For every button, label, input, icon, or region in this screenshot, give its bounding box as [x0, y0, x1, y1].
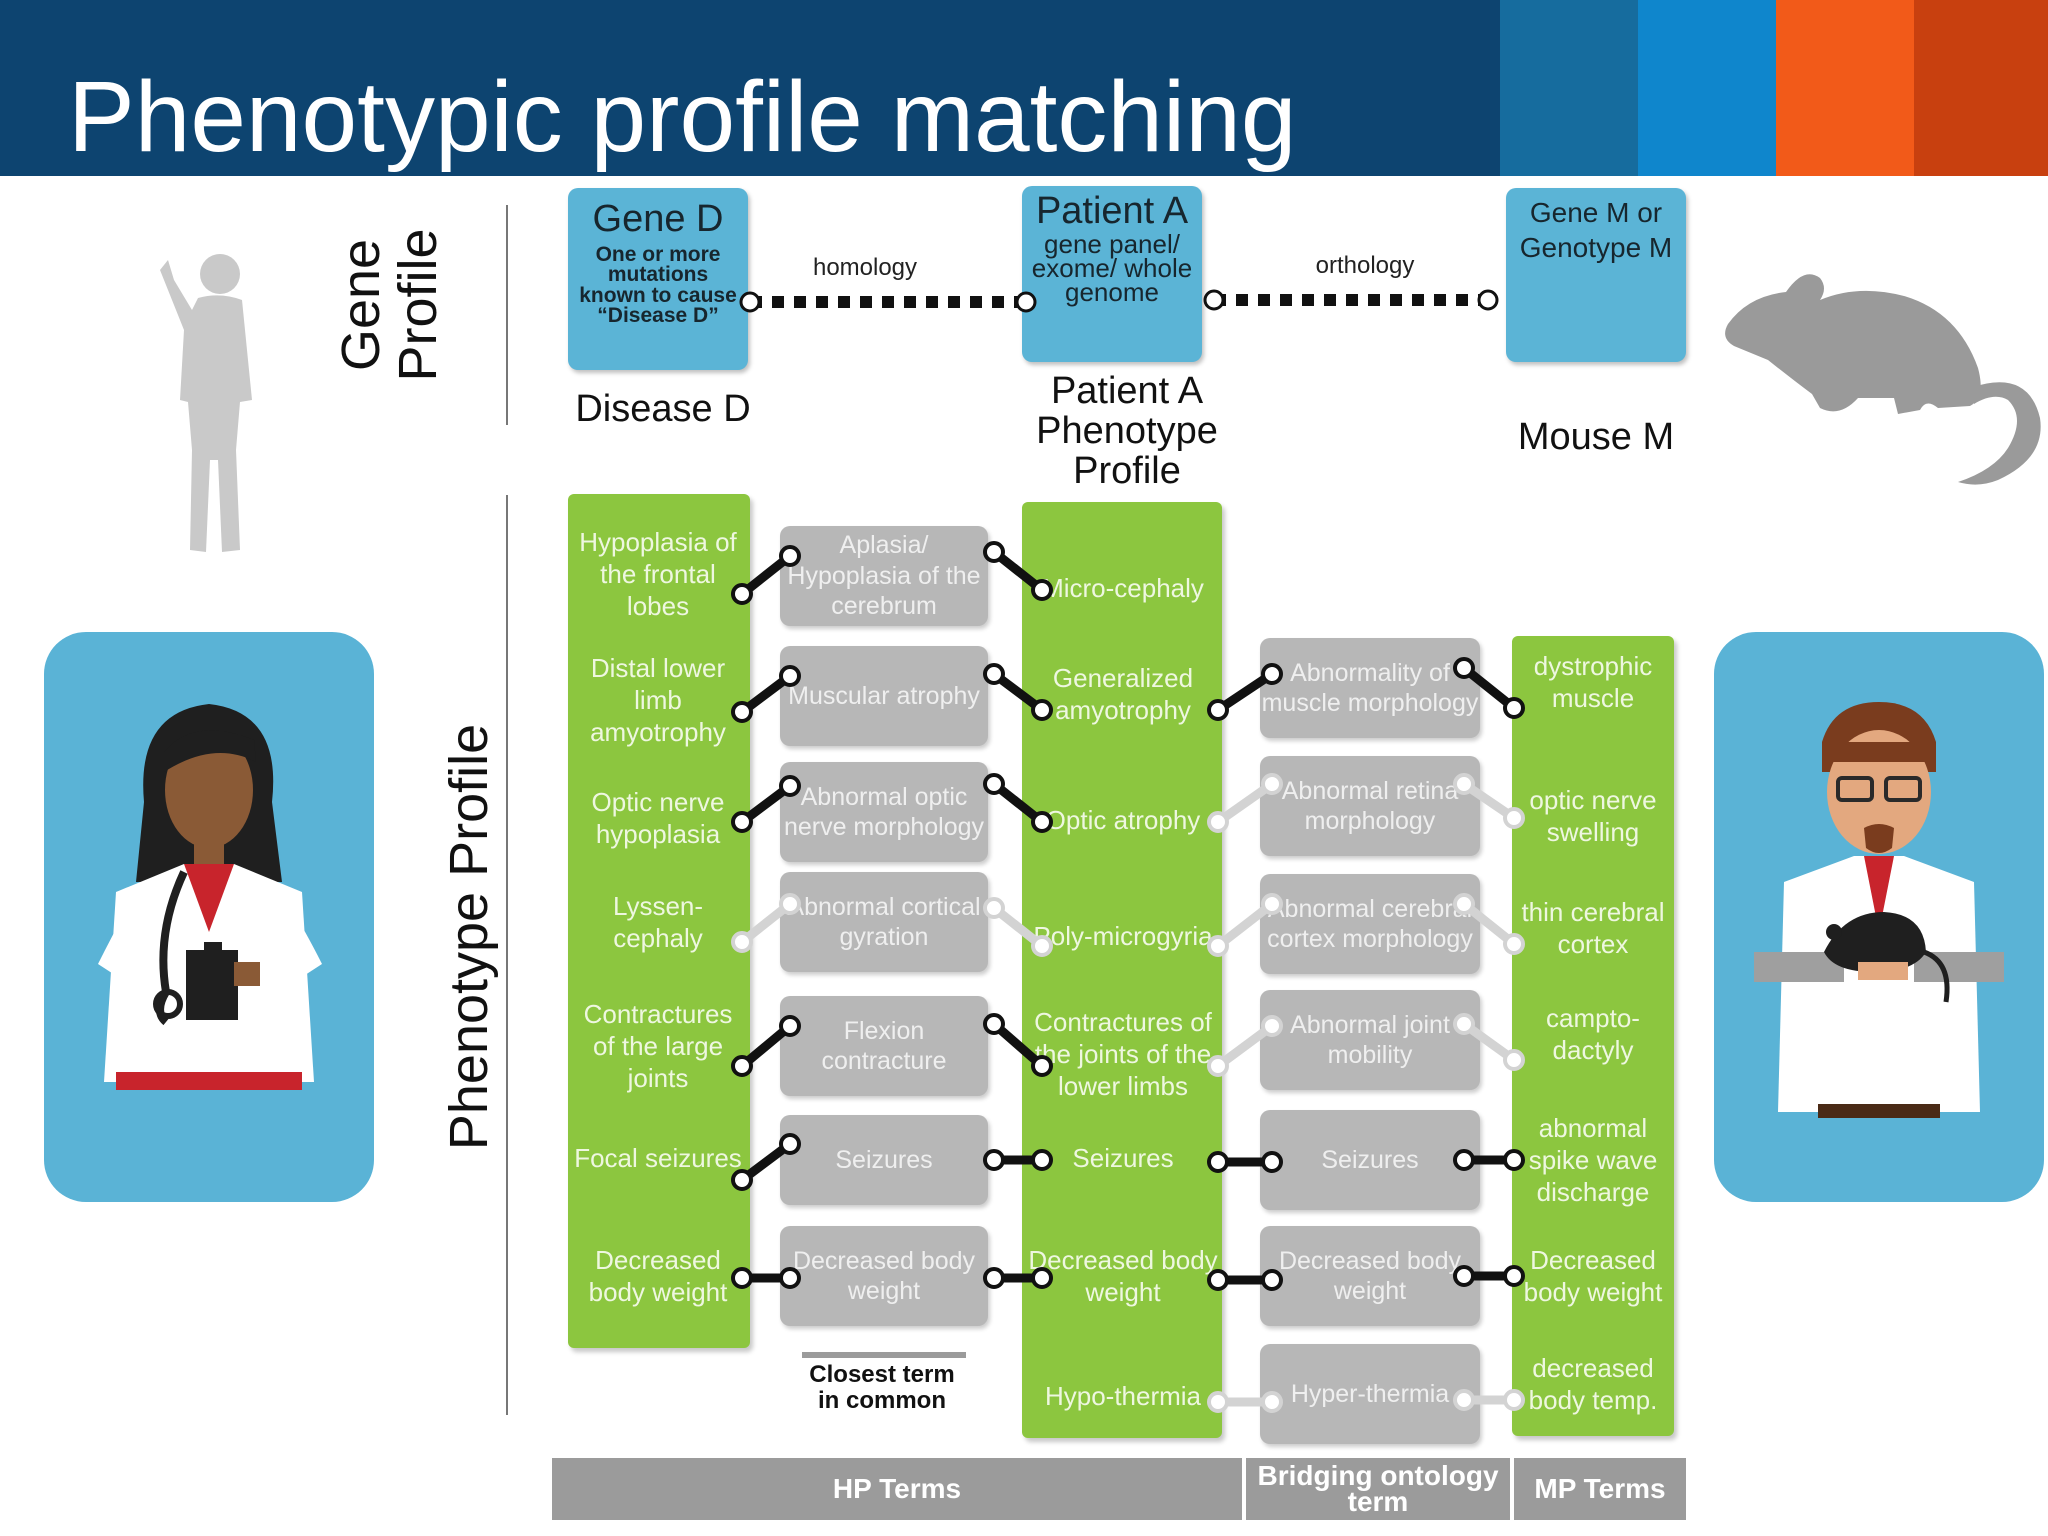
gene-d-text: One or more mutations known to cause “Di… — [579, 243, 737, 328]
disease-term: Decreased body weight — [588, 1244, 728, 1307]
gene-profile-divider — [506, 205, 508, 425]
hp-terms-bar: HP Terms — [552, 1458, 1242, 1520]
gene-d-box: Gene D One or more mutations known to ca… — [568, 188, 748, 370]
disease-terms-column — [568, 494, 750, 1348]
patient-term: Seizures — [1072, 1142, 1174, 1173]
patient-term: Hypo-thermia — [1044, 1380, 1202, 1411]
header-stripe-1 — [1500, 0, 1638, 176]
closest-term-underline — [802, 1352, 966, 1358]
mp-term: thin cerebral cortex — [1521, 896, 1665, 959]
mp-term: campto-dactyly — [1546, 1002, 1640, 1065]
patient-a-box: Patient A gene panel/ exome/ whole genom… — [1022, 186, 1202, 362]
header-stripe-4 — [1914, 0, 2048, 176]
patient-terms-column — [1022, 502, 1222, 1438]
closest-term: Flexion contracture — [780, 996, 988, 1096]
disease-term: Optic nerve hypoplasia — [591, 786, 725, 849]
bridge-term: Abnormal joint mobility — [1260, 990, 1480, 1090]
patient-term: Decreased body weight — [1028, 1244, 1218, 1307]
patient-term: Micro-cephaly — [1042, 572, 1204, 603]
bridging-ontology-bar: Bridging ontology term — [1246, 1458, 1510, 1520]
orthology-label: orthology — [1315, 252, 1415, 279]
gene-m-text: Gene M or Genotype M — [1519, 197, 1673, 263]
mp-terms-column — [1512, 636, 1674, 1436]
closest-term: Abnormal cortical gyration — [780, 872, 988, 972]
male-scientist-icon — [1714, 632, 2044, 1202]
mp-term: optic nerve swelling — [1529, 784, 1657, 847]
mp-terms-bar: MP Terms — [1514, 1458, 1686, 1520]
mouse-silhouette-icon — [1725, 274, 2041, 485]
bridge-term: Abnormality of muscle morphology — [1260, 638, 1480, 738]
patient-term: Optic atrophy — [1045, 804, 1201, 835]
mouse-m-label: Mouse M — [1517, 416, 1675, 458]
mp-term: Decreased body weight — [1523, 1244, 1663, 1307]
gene-profile-label: Gene Profile — [331, 228, 448, 382]
disease-term: Focal seizures — [574, 1142, 742, 1173]
closest-term: Seizures — [780, 1115, 988, 1205]
patient-term: Contractures of the joints of the lower … — [1034, 1006, 1212, 1102]
closest-term: Muscular atrophy — [780, 646, 988, 746]
disease-term: Lyssen-cephaly — [612, 890, 704, 953]
mp-term: abnormal spike wave discharge — [1528, 1112, 1658, 1208]
slide-title: Phenotypic profile matching — [68, 61, 1297, 173]
patient-a-title: Patient A — [1035, 190, 1189, 232]
disease-term: Contractures of the large joints — [583, 998, 733, 1094]
disease-term: Hypoplasia of the frontal lobes — [579, 526, 737, 622]
patient-term: Generalized amyotrophy — [1052, 662, 1194, 725]
bridge-term: Abnormal cerebral cortex morphology — [1260, 874, 1480, 974]
closest-term: Decreased body weight — [780, 1226, 988, 1326]
bridge-term: Seizures — [1260, 1110, 1480, 1210]
homology-connector — [739, 291, 1037, 313]
orthology-connector — [1203, 289, 1499, 311]
bridge-term: Hyper-thermia — [1260, 1344, 1480, 1444]
disease-d-label: Disease D — [575, 388, 751, 430]
female-doctor-icon — [44, 632, 374, 1202]
phenotype-profile-label: Phenotype Profile — [439, 723, 499, 1151]
header-bar — [0, 0, 2048, 176]
phenotype-profile-divider — [506, 495, 508, 1415]
patient-a-profile-label: Patient A Phenotype Profile — [1036, 370, 1218, 492]
gene-m-box: Gene M or Genotype M — [1506, 188, 1686, 362]
homology-label: homology — [812, 254, 918, 281]
bridge-term: Abnormal retina morphology — [1260, 756, 1480, 856]
closest-term: Aplasia/ Hypoplasia of the cerebrum — [780, 526, 988, 626]
closest-term-caption: Closest term in common — [809, 1361, 955, 1414]
mp-term: dystrophic muscle — [1533, 650, 1653, 713]
header-stripe-2 — [1638, 0, 1776, 176]
patient-term: Poly-microgyria — [1033, 920, 1213, 951]
bridge-term: Decreased body weight — [1260, 1226, 1480, 1326]
mp-term: decreased body temp. — [1528, 1352, 1658, 1415]
gene-d-title: Gene D — [592, 198, 724, 240]
person-silhouette-icon — [160, 254, 252, 552]
patient-a-text: gene panel/ exome/ whole genome — [1031, 229, 1193, 307]
disease-term: Distal lower limb amyotrophy — [590, 652, 726, 748]
closest-term: Abnormal optic nerve morphology — [780, 762, 988, 862]
header-stripe-3 — [1776, 0, 1914, 176]
